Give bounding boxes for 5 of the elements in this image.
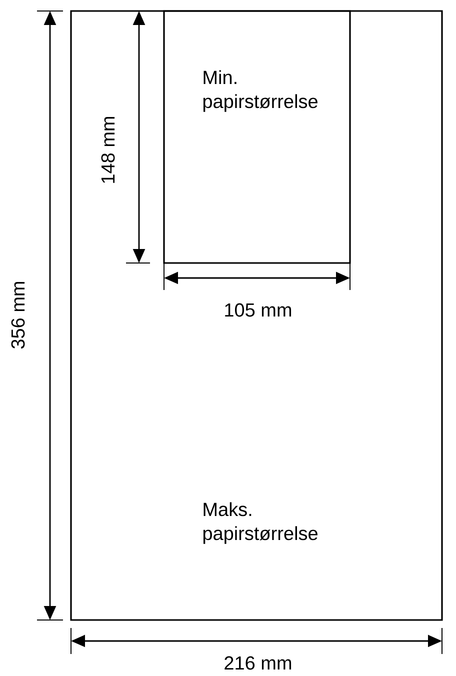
paper-outline: Min. papirstørrelse [163,10,351,264]
dimension-label: 148 mm [101,116,115,183]
dimension-label: 216 mm [224,656,292,670]
dimension-label: 356 mm [11,282,25,349]
dimension-label: 105 mm [225,303,292,317]
